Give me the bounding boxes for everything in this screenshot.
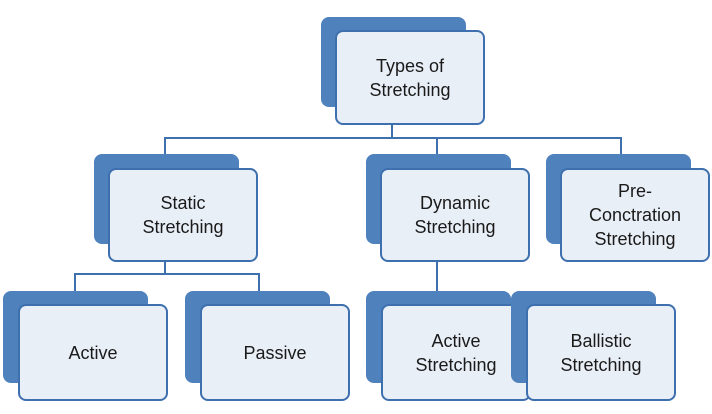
node-label: Types of Stretching (369, 55, 451, 100)
connector-root-down (391, 124, 393, 138)
node-box: Static Stretching (108, 168, 258, 262)
connector-level1-horizontal (164, 137, 622, 139)
node-static-stretching: Static Stretching (94, 154, 260, 264)
node-dynamic-stretching: Dynamic Stretching (366, 154, 532, 264)
node-box: Active (18, 304, 168, 401)
node-label: Active Stretching (415, 330, 497, 375)
node-label: Static Stretching (142, 193, 224, 237)
node-passive: Passive (185, 291, 351, 403)
connector-to-static (164, 137, 166, 170)
connector-to-dynamic (436, 137, 438, 170)
node-label: Pre- Conctration Stretching (588, 181, 682, 249)
node-active: Active (3, 291, 169, 403)
node-label: Ballistic Stretching (560, 330, 642, 375)
node-box: Types of Stretching (335, 30, 485, 125)
node-box: Ballistic Stretching (526, 304, 676, 401)
connector-static-down (164, 260, 166, 274)
node-label: Dynamic Stretching (414, 193, 496, 237)
connector-static-horizontal (74, 273, 260, 275)
node-box: Pre- Conctration Stretching (560, 168, 710, 262)
node-ballistic-stretching: Ballistic Stretching (511, 291, 677, 403)
node-box: Active Stretching (381, 304, 531, 401)
node-types-of-stretching: Types of Stretching (321, 17, 487, 127)
node-box: Dynamic Stretching (380, 168, 530, 262)
node-label: Active (68, 342, 118, 363)
connector-to-active (74, 273, 76, 293)
node-pre-conctration-stretching: Pre- Conctration Stretching (546, 154, 712, 264)
node-active-stretching: Active Stretching (366, 291, 532, 403)
connector-to-passive (258, 273, 260, 293)
connector-dynamic-down (436, 260, 438, 293)
connector-to-pre (620, 137, 622, 170)
node-box: Passive (200, 304, 350, 401)
node-label: Passive (243, 342, 307, 363)
